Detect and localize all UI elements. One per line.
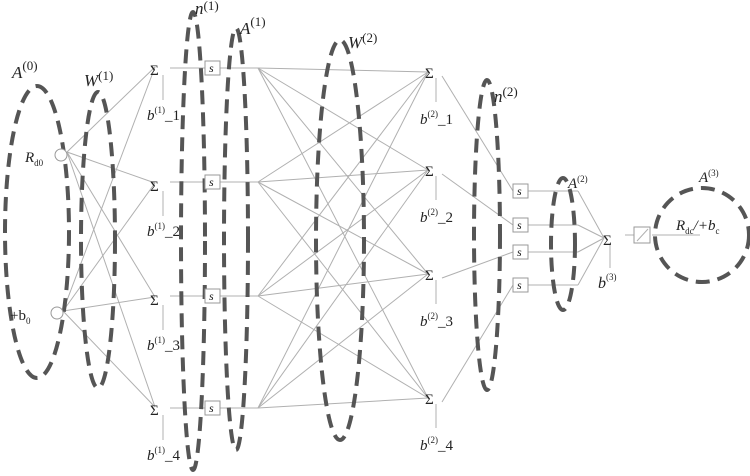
activation-box-layer2 — [512, 183, 529, 199]
activation-box-layer2-label: s — [517, 218, 522, 232]
linear-activation-icon — [636, 228, 649, 242]
bias-label-layer2: b(2)_3 — [420, 311, 453, 330]
connection-line — [257, 273, 429, 409]
bias-label-layer1: b(1)_2 — [147, 221, 180, 240]
label-A0: A(0) — [11, 58, 38, 82]
label-input-rd0: Rd0 — [24, 150, 44, 168]
activation-box-layer2 — [512, 244, 529, 260]
ellipse-n2 — [472, 78, 502, 392]
ellipse-A2 — [549, 176, 577, 312]
sum-node-layer1: Σ — [150, 63, 159, 79]
activation-box-layer2 — [512, 217, 529, 233]
label-input-b0: +b0 — [10, 308, 31, 326]
activation-box-layer2-label: s — [517, 184, 522, 198]
activation-box-layer1-label: s — [209, 175, 214, 189]
activation-box-layer1 — [204, 400, 221, 416]
ellipse-W2 — [314, 38, 366, 442]
connection-line — [441, 173, 514, 226]
activation-box-layer1-label: s — [209, 401, 214, 415]
sum-node-layer2: Σ — [425, 392, 434, 408]
label-W2: W(2) — [348, 30, 377, 52]
label-W1: W(1) — [84, 68, 113, 90]
connection-line — [257, 169, 429, 183]
connection-line — [257, 169, 429, 409]
connection-line — [257, 181, 429, 399]
ellipse-W1 — [79, 90, 117, 390]
bias-label-layer2: b(2)_1 — [420, 109, 453, 128]
input-node-rd0 — [54, 148, 68, 162]
connection-line — [257, 397, 429, 409]
circle-A3 — [653, 186, 750, 284]
connection-line — [62, 296, 156, 312]
bias-label-layer2: b(2)_2 — [420, 207, 453, 226]
activation-box-layer1 — [204, 174, 221, 190]
input-node-b0 — [50, 306, 64, 320]
label-output: Rdc/+bc — [675, 218, 719, 236]
label-n1: n(1) — [195, 0, 219, 18]
connection-line — [66, 66, 156, 153]
connection-line — [577, 237, 605, 253]
label-b3: b(3) — [598, 272, 617, 292]
bias-label-layer2: b(2)_4 — [420, 435, 454, 454]
bias-label-layer1: b(1)_1 — [147, 105, 180, 124]
sum-node-layer2: Σ — [425, 164, 434, 180]
activation-box-layer1 — [204, 60, 221, 76]
sum-node-layer1: Σ — [150, 293, 159, 309]
connection-line — [257, 71, 429, 183]
connection-line — [441, 75, 514, 192]
connection-line — [257, 71, 429, 297]
connection-line — [62, 182, 156, 312]
sum-node-layer1: Σ — [150, 179, 159, 195]
connection-line — [62, 66, 156, 312]
activation-box-layer2-label: s — [517, 245, 522, 259]
ellipse-A0 — [3, 84, 71, 380]
sum-node-output: Σ — [603, 233, 612, 249]
label-n2: n(2) — [494, 84, 518, 106]
connection-line — [66, 151, 156, 408]
activation-box-layer1-label: s — [209, 61, 214, 75]
sum-node-layer2: Σ — [425, 66, 434, 82]
label-A1: A(1) — [239, 14, 266, 38]
ellipse-A1 — [222, 26, 250, 452]
label-A2: A(2) — [567, 174, 588, 192]
connection-line — [257, 169, 429, 297]
connection-line — [577, 190, 605, 239]
bias-label-layer1: b(1)_3 — [147, 335, 180, 354]
connection-line — [257, 67, 429, 275]
label-A3: A(3) — [698, 168, 719, 186]
activation-box-layer2 — [512, 277, 529, 293]
activation-box-layer1-label: s — [209, 289, 214, 303]
connection-line — [257, 181, 429, 275]
connection-line — [257, 295, 429, 399]
ellipse-n1 — [179, 10, 207, 472]
sum-node-layer1: Σ — [150, 403, 159, 419]
sum-node-layer2: Σ — [425, 268, 434, 284]
connection-line — [577, 224, 605, 239]
connection-line — [441, 251, 514, 279]
connection-line — [257, 273, 429, 297]
connection-line — [257, 71, 429, 409]
connection-line — [577, 237, 605, 286]
activation-box-layer1 — [204, 288, 221, 304]
connection-line — [257, 67, 429, 171]
activation-box-layer2-label: s — [517, 278, 522, 292]
bias-label-layer1: b(1)_4 — [147, 445, 181, 464]
connection-line — [257, 67, 429, 73]
